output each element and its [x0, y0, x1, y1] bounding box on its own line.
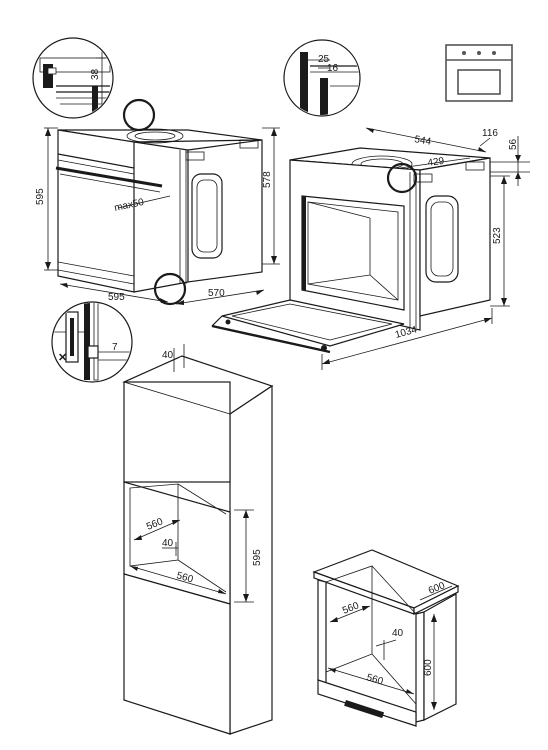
dim-116: 116 — [482, 128, 498, 139]
detail-circle-top-left: 38 — [32, 37, 114, 119]
dim-40-top: 40 — [162, 350, 174, 361]
dim-600-height: 600 — [423, 659, 434, 676]
dim-25: 25 — [318, 54, 330, 65]
dim-40-inner: 40 — [162, 538, 174, 549]
dim-560-bottom: 560 — [175, 570, 194, 585]
dim-560-bottom-uc: 560 — [365, 672, 384, 687]
dim-7: 7 — [112, 342, 118, 353]
dim-1034: 1034 — [394, 324, 419, 340]
under-counter-drawing: 600 560 40 600 560 — [312, 549, 460, 727]
detail-circle-top-mid: 25 16 — [283, 39, 361, 117]
svg-text:✕: ✕ — [58, 352, 67, 364]
dim-578-right: 578 — [262, 171, 273, 188]
dim-429: 429 — [427, 156, 445, 169]
dim-56: 56 — [508, 138, 519, 150]
dim-595-left: 595 — [35, 188, 46, 205]
tall-cabinet-drawing: 40 560 40 560 595 — [122, 344, 274, 735]
dim-523: 523 — [492, 227, 503, 244]
dim-595: 595 — [252, 549, 263, 566]
dim-560-top: 560 — [341, 600, 361, 617]
dim-570-depth: 570 — [208, 288, 225, 299]
dim-38: 38 — [90, 68, 101, 80]
dim-544: 544 — [413, 134, 432, 148]
open-oven-drawing — [211, 147, 491, 354]
closed-oven-drawing — [55, 98, 263, 306]
dim-40: 40 — [392, 628, 404, 639]
built-in-oven-icon — [445, 44, 513, 102]
detail-circle-bottom-left: ✕ 7 — [51, 301, 133, 383]
dim-16: 16 — [327, 63, 339, 74]
dim-595-bottom: 595 — [108, 292, 125, 303]
